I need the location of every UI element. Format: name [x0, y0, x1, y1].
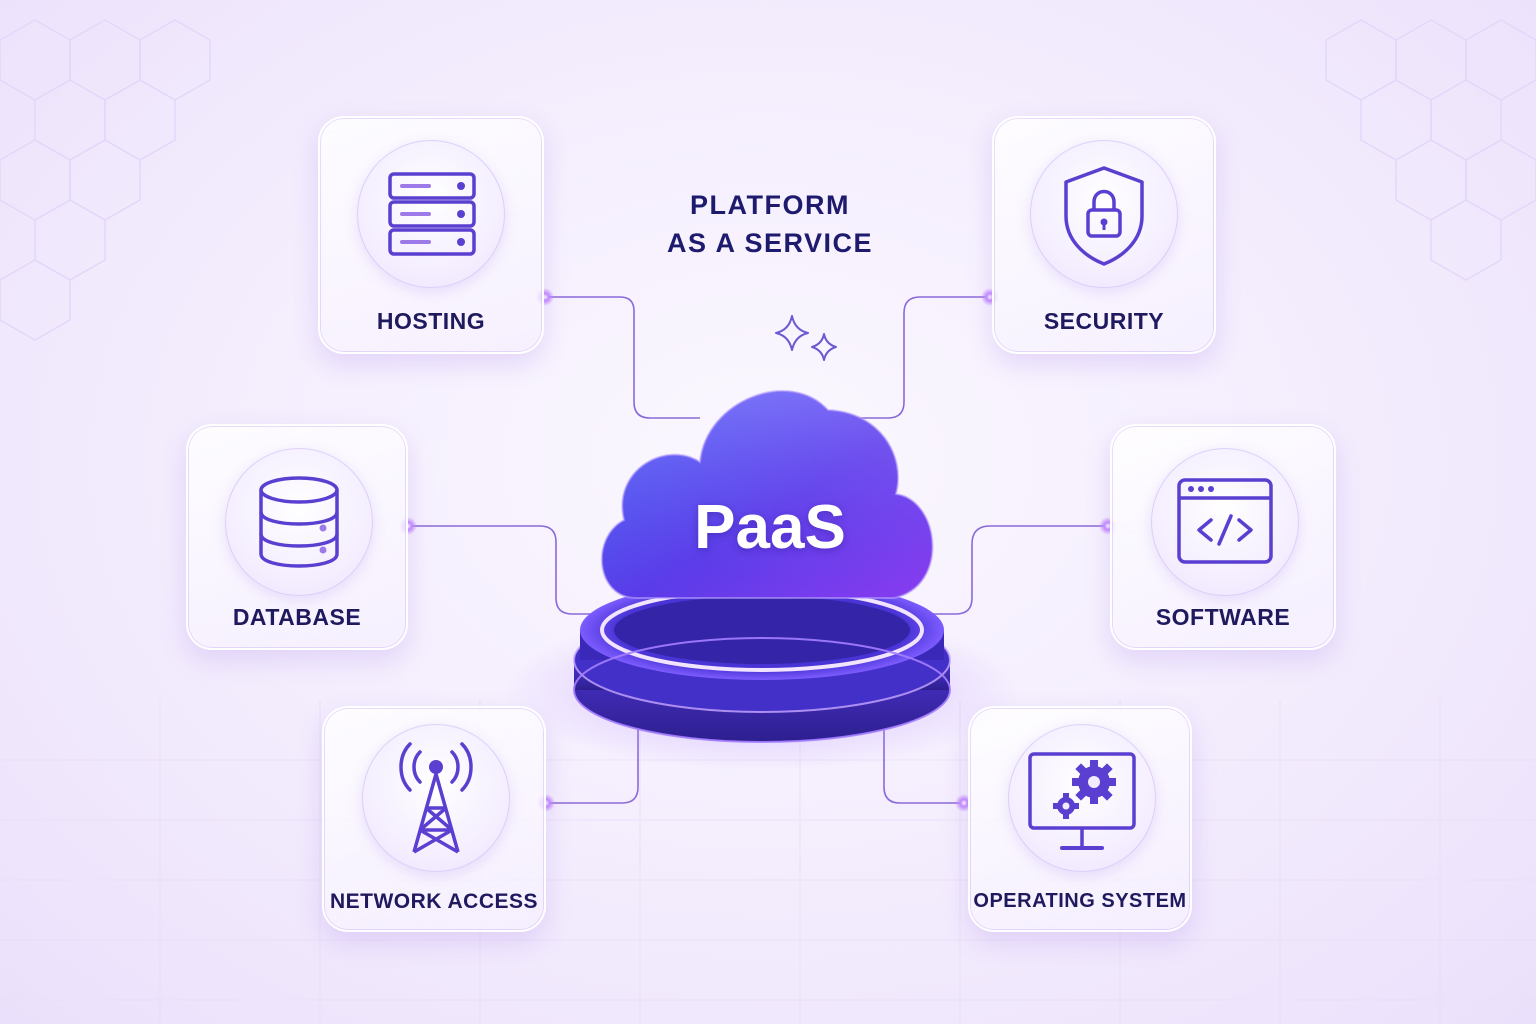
hosting-label: HOSTING: [376, 308, 486, 334]
card-hosting[interactable]: HOSTING: [318, 116, 544, 354]
hex-pattern-right: [1325, 19, 1536, 281]
database-icon: [259, 476, 339, 568]
connector-database: [408, 525, 610, 615]
connector-hosting: [545, 296, 700, 419]
connector-security: [830, 296, 990, 419]
software-label: SOFTWARE: [1155, 604, 1291, 630]
card-network-access[interactable]: NETWORK ACCESS: [322, 706, 546, 932]
connector-lines: [408, 296, 1108, 804]
connector-os: [883, 722, 964, 804]
hex-pattern-left: [0, 19, 211, 341]
network-icon-circle: [362, 724, 510, 872]
card-database[interactable]: DATABASE: [186, 424, 408, 650]
card-security[interactable]: SECURITY: [992, 116, 1216, 354]
software-icon-circle: [1151, 448, 1299, 596]
diagram-title: PLATFORM AS A SERVICE: [600, 186, 940, 262]
card-operating-system[interactable]: OPERATING SYSTEM: [968, 706, 1192, 932]
os-icon-circle: [1008, 724, 1156, 872]
sparkle-icon: [775, 315, 837, 361]
connector-software: [920, 525, 1108, 615]
network-access-label: NETWORK ACCESS: [329, 890, 539, 913]
server-rack-icon: [388, 172, 476, 256]
title-line-2: AS A SERVICE: [666, 228, 874, 258]
paas-label: PaaS: [694, 493, 846, 562]
shield-lock-icon: [1064, 166, 1144, 266]
title-line-1: PLATFORM: [690, 190, 850, 220]
connector-network: [546, 722, 639, 804]
security-label: SECURITY: [1043, 308, 1165, 334]
cloud-icon: [600, 390, 934, 599]
operating-system-label: OPERATING SYSTEM: [973, 890, 1187, 912]
security-icon-circle: [1030, 140, 1178, 288]
platform-base: [573, 580, 951, 743]
monitor-gears-icon: [1028, 752, 1136, 850]
hosting-icon-circle: [357, 140, 505, 288]
card-software[interactable]: SOFTWARE: [1110, 424, 1336, 650]
database-icon-circle: [225, 448, 373, 596]
antenna-tower-icon: [399, 742, 473, 854]
code-window-icon: [1177, 478, 1273, 564]
database-label: DATABASE: [232, 604, 362, 630]
